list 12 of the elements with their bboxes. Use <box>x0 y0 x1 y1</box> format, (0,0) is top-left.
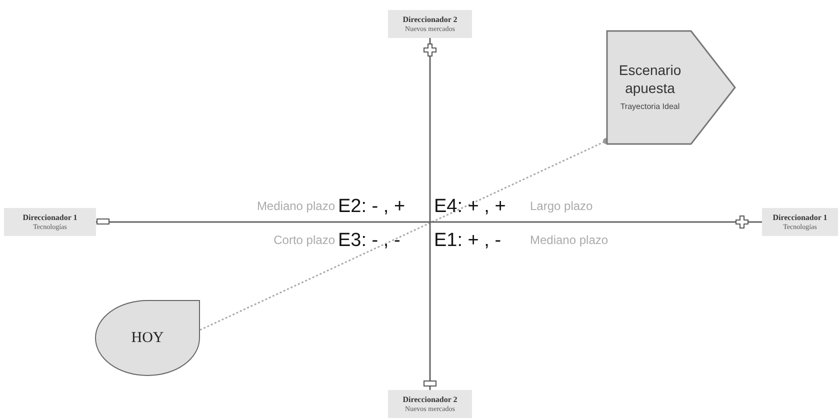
vertical-axis <box>429 38 431 390</box>
scenario-label: E2: - , + <box>338 195 406 219</box>
scenario-label: E4: + , + <box>434 195 506 219</box>
term-label: Largo plazo <box>530 198 593 215</box>
term-label: Corto plazo <box>274 232 335 249</box>
teardrop-shape: HOY <box>95 300 200 376</box>
term-label: Mediano plazo <box>530 232 608 249</box>
dotted-connector <box>200 138 609 331</box>
scenario-label: E1: + , - <box>434 229 502 253</box>
scenario-label: E3: - , - <box>338 229 400 253</box>
term-label: Mediano plazo <box>256 198 335 215</box>
pentagon-shape: Escenario apuesta Trayectoria Ideal <box>606 30 736 145</box>
